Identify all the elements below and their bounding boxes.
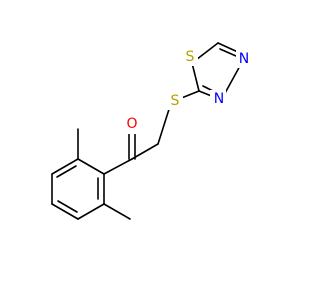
bond-n4-n3 <box>223 63 242 96</box>
bond-carbonyl-aryl <box>103 158 133 175</box>
molecule-structure: O S S N N <box>51 42 252 220</box>
oxygen-atom-label: O <box>126 116 137 132</box>
bond-ar-c1-c2 <box>77 158 105 175</box>
bonds <box>51 42 242 220</box>
bond-methyl-meta <box>103 203 131 220</box>
ring-sulfur-label: S <box>186 49 195 65</box>
bond-ar-c5-c6 <box>77 203 105 220</box>
ring-nitrogen-1-label: N <box>239 51 249 67</box>
bond-ar-c4-c5 <box>51 203 79 220</box>
bond-carbonyl-ch2 <box>131 143 159 160</box>
bond-c5-n4-b <box>219 48 237 57</box>
bond-ar-inner-2 <box>57 200 78 213</box>
atom-labels: O S S N N <box>124 48 252 134</box>
structure-canvas: O S S N N <box>51 42 252 220</box>
thioether-sulfur-label: S <box>171 93 180 109</box>
bond-c2-s1 <box>191 62 200 92</box>
bond-ar-c2-c3 <box>51 158 79 175</box>
ring-nitrogen-2-label: N <box>214 91 224 107</box>
bond-ar-inner-1 <box>56 165 77 178</box>
